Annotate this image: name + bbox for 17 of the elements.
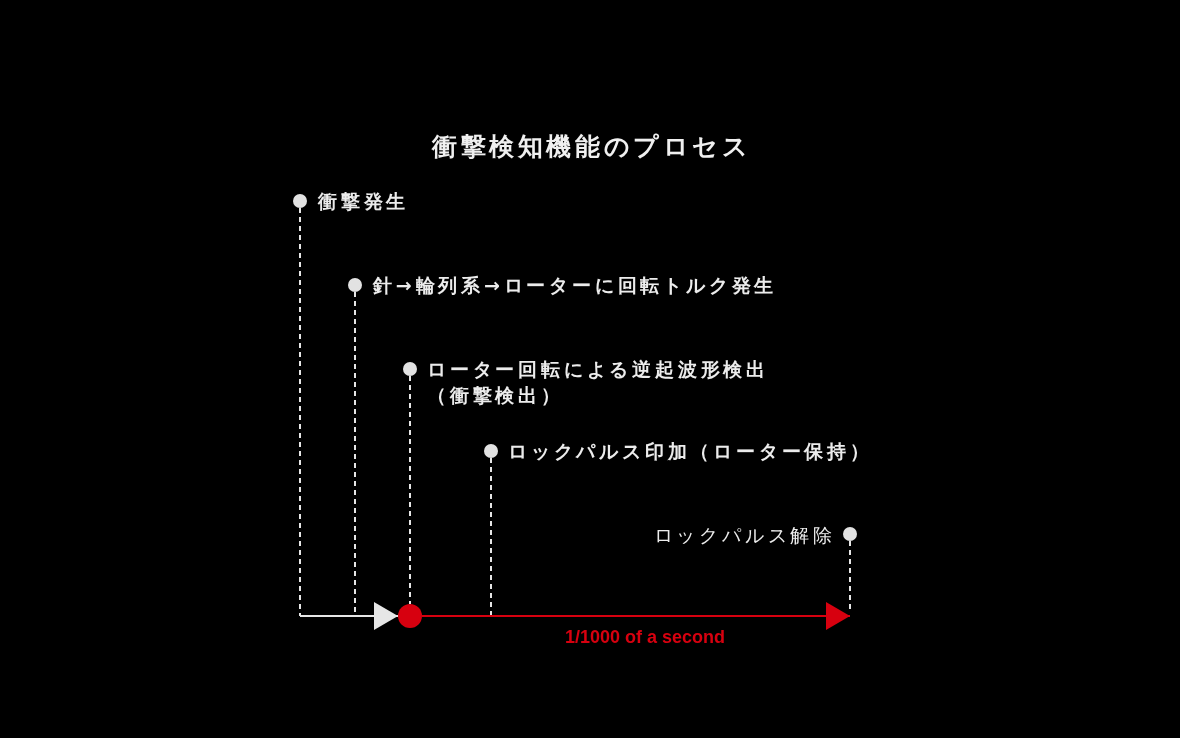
event-label: ロックパルス印加（ローター保持） <box>508 439 873 464</box>
event-marker <box>403 362 417 376</box>
leader-line <box>409 375 411 605</box>
timeline-arrow <box>299 602 399 630</box>
event-label: ローター回転による逆起波形検出（衝撃検出） <box>427 357 770 408</box>
event-marker <box>293 194 307 208</box>
timeline-arrow <box>421 602 851 630</box>
leader-line <box>490 457 492 616</box>
event-marker <box>348 278 362 292</box>
event-marker <box>843 527 857 541</box>
event-label: 針→輪列系→ローターに回転トルク発生 <box>373 273 778 298</box>
leader-line <box>299 207 301 617</box>
event-marker <box>484 444 498 458</box>
timeline-marker <box>398 604 422 628</box>
event-label: ロックパルス解除 <box>653 523 836 548</box>
diagram-title: 衝撃検知機能のプロセス <box>430 131 752 163</box>
event-label: 衝撃発生 <box>318 189 410 214</box>
